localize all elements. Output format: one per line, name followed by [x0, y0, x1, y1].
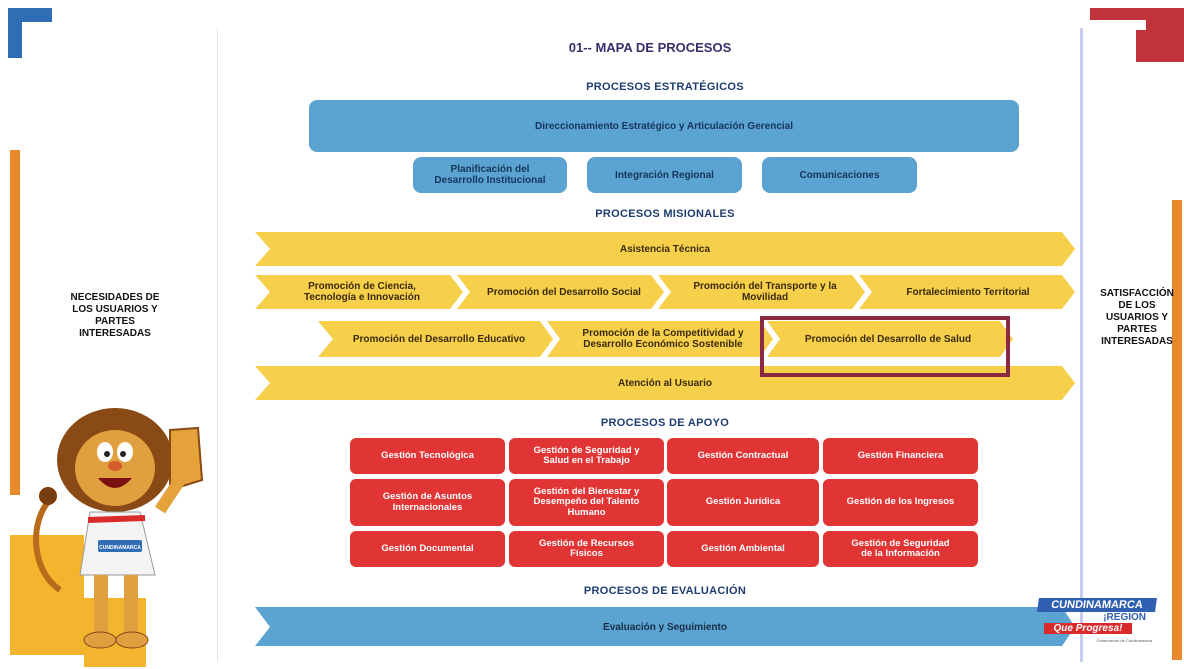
- chevron-transporte: [658, 275, 865, 309]
- apoyo-heading: PROCESOS DE APOYO: [600, 417, 730, 429]
- strategic-main-process: Direccionamiento Estratégico y Articulac…: [309, 100, 1019, 152]
- lion-mascot-illustration: CUNDINAMARCA: [33, 408, 204, 649]
- misionales-heading: PROCESOS MISIONALES: [595, 208, 735, 220]
- support-process: Gestión Ambiental: [667, 531, 819, 567]
- educativo-label: Promoción del Desarrollo Educativo: [352, 333, 526, 345]
- desarrollo-social-label: Promoción del Desarrollo Social: [487, 286, 641, 298]
- strategic-sub-integracion: Integración Regional: [587, 157, 742, 193]
- chevron-salud: [767, 321, 1013, 357]
- logo-line3: Que Progresa!: [1044, 623, 1132, 634]
- right-orange-bar: [1172, 200, 1182, 660]
- panel-right-border: [1080, 28, 1083, 662]
- logo-line2: ¡REGIÓN: [1103, 612, 1146, 623]
- support-process: Gestión Tecnológica: [350, 438, 505, 474]
- support-process: Gestión Contractual: [667, 438, 819, 474]
- chevron-educativo: [318, 321, 553, 357]
- chevron-social: [457, 275, 664, 309]
- corner-decoration-red: [1090, 8, 1184, 62]
- evaluacion-seguimiento-label: Evaluación y Seguimiento: [603, 621, 727, 633]
- support-process: Gestión de los Ingresos: [823, 479, 978, 526]
- fortalecimiento-label: Fortalecimiento Territorial: [906, 286, 1030, 298]
- chevron-ciencia: [255, 275, 463, 309]
- chevron-territorial: [859, 275, 1075, 309]
- ciencia-label: Promoción de Ciencia,Tecnología e Innova…: [304, 281, 420, 303]
- evaluation-arrow: [255, 607, 1075, 646]
- support-process: Gestión Documental: [350, 531, 505, 567]
- asistencia-tecnica-label: Asistencia Técnica: [619, 243, 711, 255]
- page-title: 01-- MAPA DE PROCESOS: [568, 39, 732, 55]
- support-process: Gestión Financiera: [823, 438, 978, 474]
- chevron-competitividad: [547, 321, 773, 357]
- salud-label: Promoción del Desarrollo de Salud: [804, 333, 972, 345]
- atencion-usuario-label: Atención al Usuario: [618, 377, 712, 389]
- strategic-heading: PROCESOS ESTRATÉGICOS: [586, 81, 744, 93]
- mascot-background-block: [10, 535, 84, 655]
- logo-small-text: Gobernación de Cundinamarca: [1096, 638, 1152, 643]
- chevron-asistencia: [255, 232, 1075, 266]
- corner-decoration-blue: [8, 8, 52, 58]
- support-process: Gestión Jurídica: [667, 479, 819, 526]
- highlight-frame: [760, 316, 1010, 377]
- strategic-sub-comunicaciones: Comunicaciones: [762, 157, 917, 193]
- logo-line1: CUNDINAMARCA: [1037, 598, 1157, 612]
- evaluacion-heading: PROCESOS DE EVALUACIÓN: [583, 585, 747, 597]
- cundinamarca-logo: CUNDINAMARCA ¡REGIÓN Que Progresa! Gober…: [1037, 598, 1157, 656]
- left-orange-bar: [10, 150, 20, 495]
- mascot-shirt-text: CUNDINAMARCA: [99, 545, 141, 551]
